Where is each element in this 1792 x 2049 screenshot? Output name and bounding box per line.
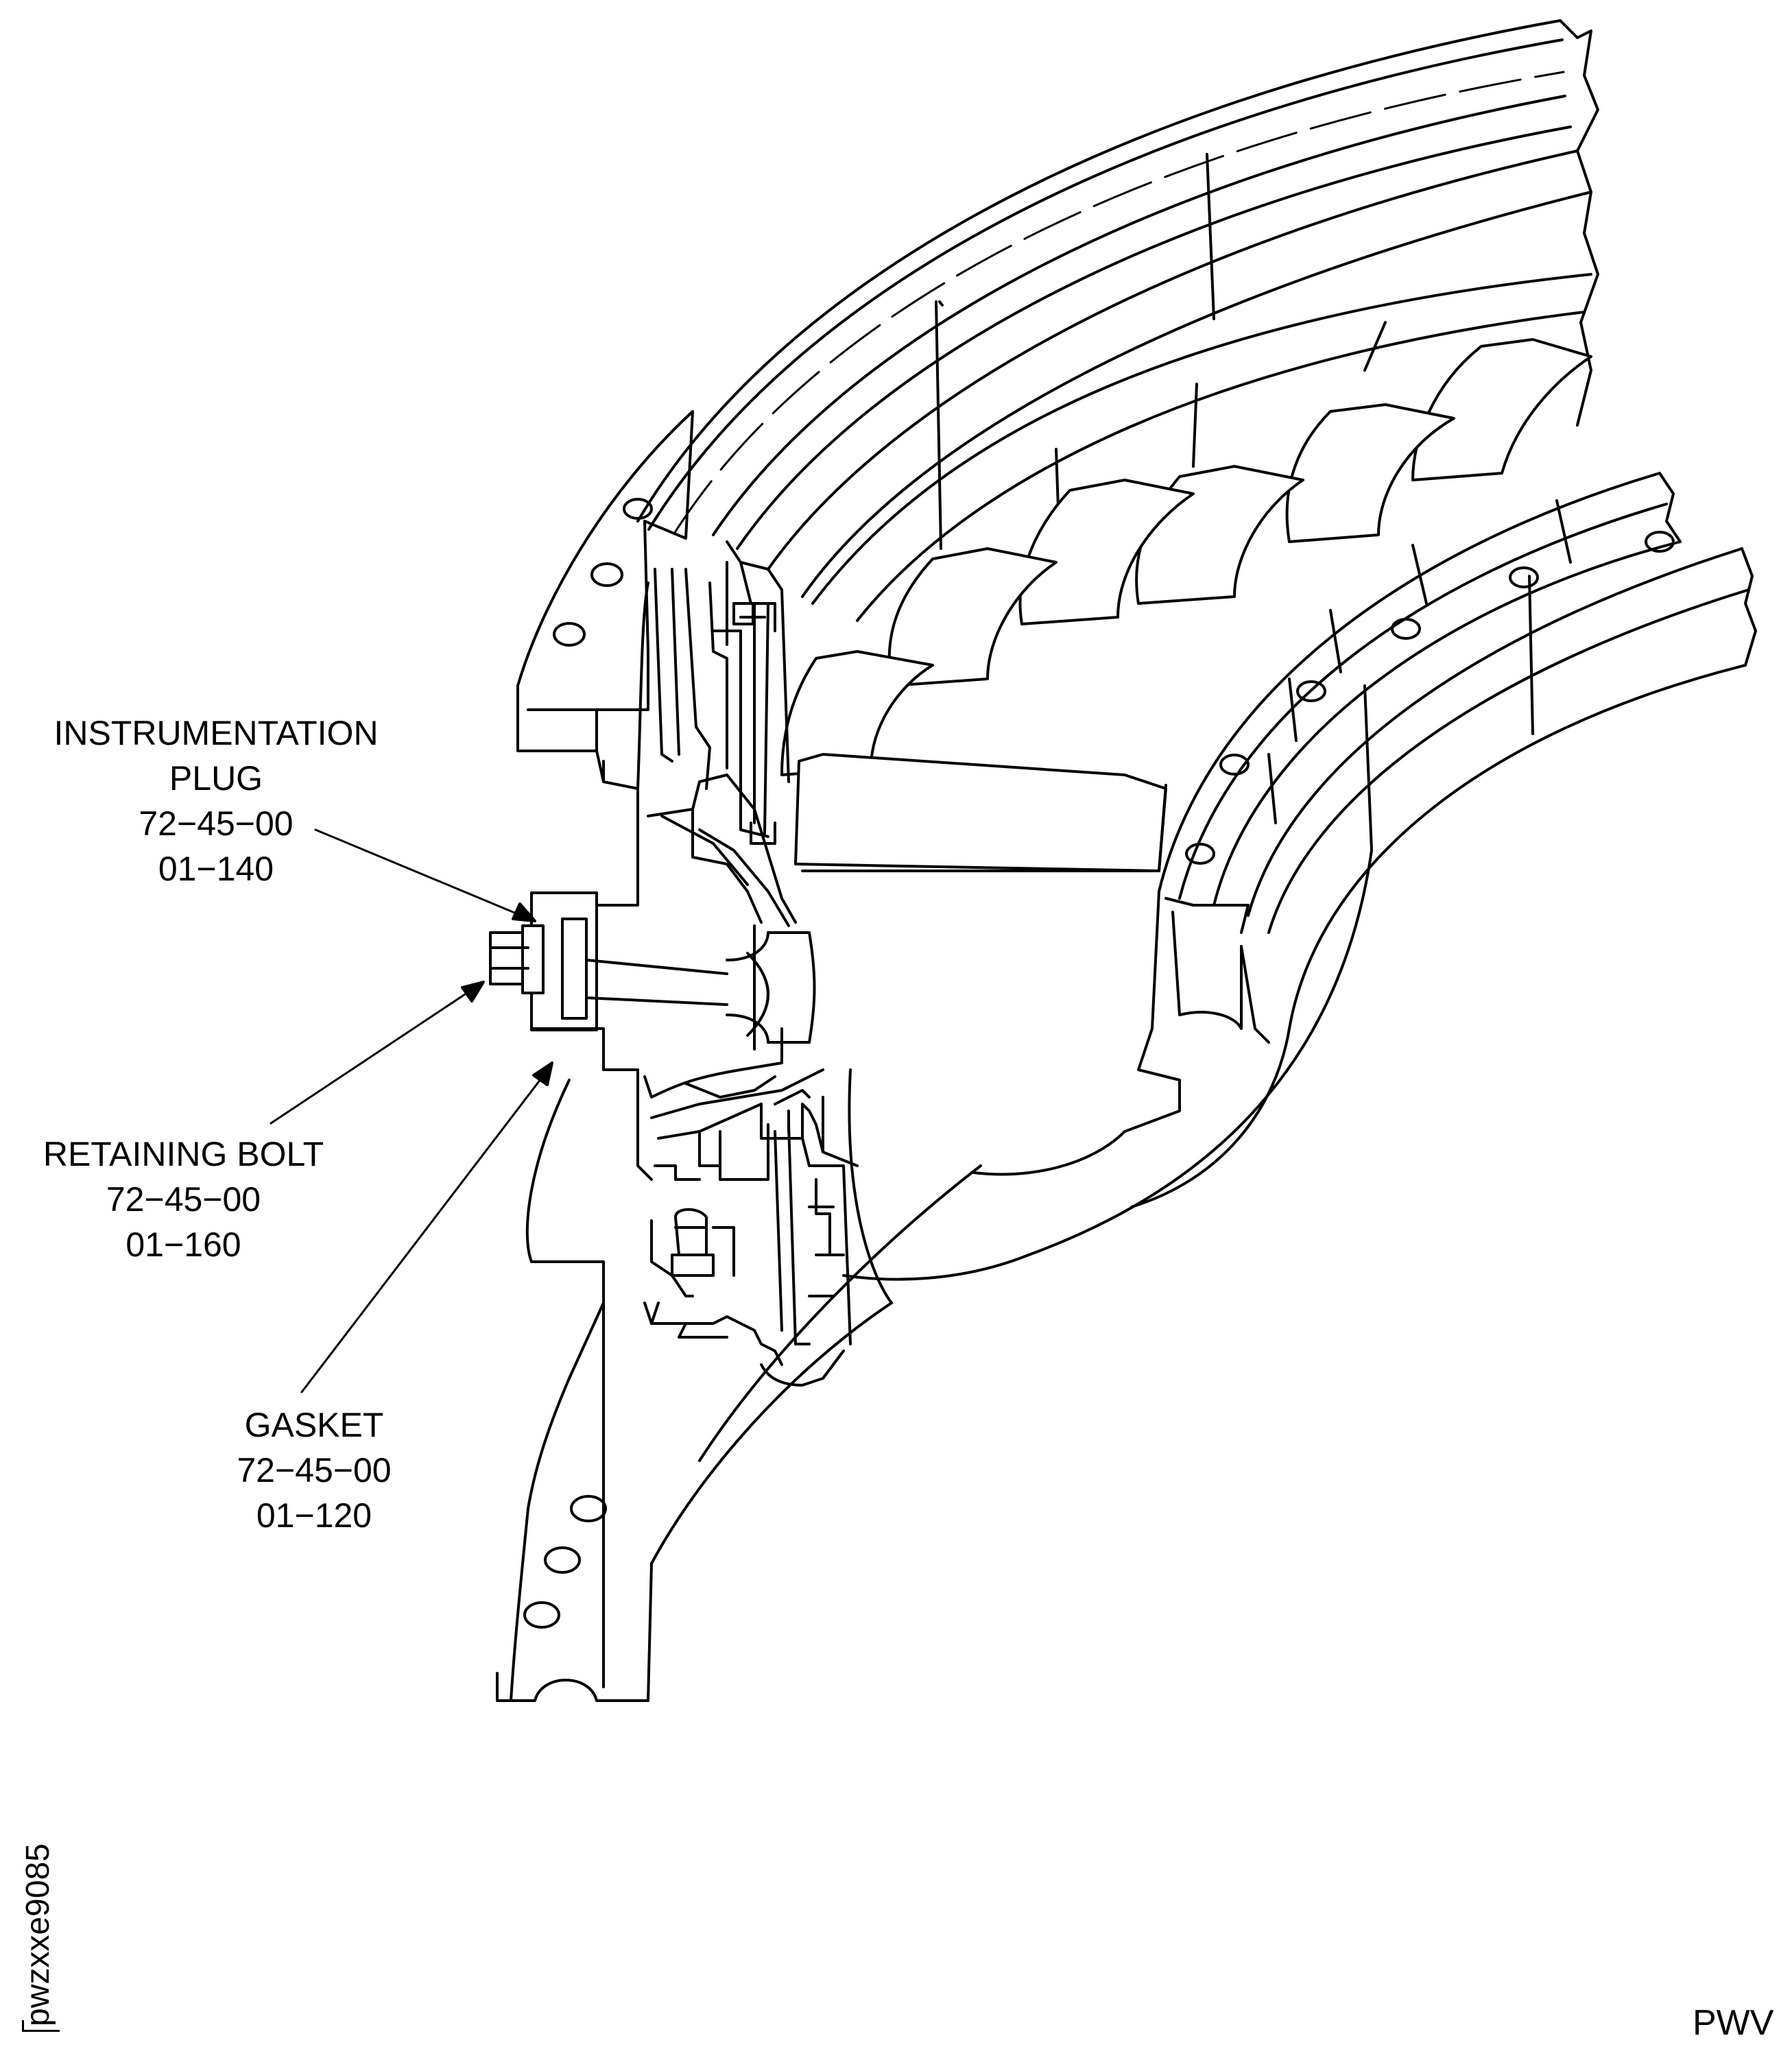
- callout-gasket-item: 01−120: [256, 1496, 372, 1535]
- callout-gasket-name: GASKET: [244, 1406, 384, 1444]
- figure-id-bracket: [22, 2020, 60, 2032]
- lower-flange: [523, 1079, 607, 1688]
- callout-plug-item: 01−140: [158, 850, 274, 888]
- callout-retaining-bolt: RETAINING BOLT 72−45−00 01−160: [0, 1131, 367, 1267]
- upper-flange: [516, 410, 694, 752]
- callout-plug-name-line2: PLUG: [169, 759, 263, 798]
- central-cross-section: [489, 540, 859, 1387]
- callout-plug-ref: 72−45−00: [139, 804, 294, 843]
- outer-case-arc: [636, 19, 1599, 598]
- inner-ring-assembly: [842, 472, 1757, 1281]
- leader-lines: [270, 828, 553, 1393]
- callout-bolt-item: 01−160: [126, 1225, 241, 1264]
- callout-gasket: GASKET 72−45−00 01−120: [177, 1402, 451, 1538]
- figure-id-text: pwzxxe9085: [20, 1843, 56, 2026]
- callout-bolt-ref: 72−45−00: [106, 1180, 261, 1219]
- brand-mark: PWV: [1693, 2003, 1774, 2043]
- callout-gasket-ref: 72−45−00: [237, 1451, 392, 1489]
- callout-plug-name-line1: INSTRUMENTATION: [53, 714, 379, 752]
- lower-case-sweep: [496, 1068, 982, 1702]
- callout-bolt-name: RETAINING BOLT: [43, 1135, 324, 1173]
- callout-instrumentation-plug: INSTRUMENTATION PLUG 72−45−00 01−140: [7, 710, 425, 891]
- figure-id: pwzxxe9085: [19, 1843, 60, 2032]
- stator-vanes: [780, 338, 1592, 872]
